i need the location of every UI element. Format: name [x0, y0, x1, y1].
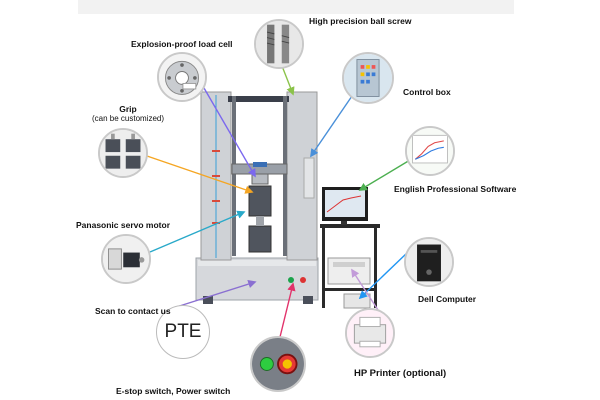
top-strip	[78, 0, 514, 14]
label-software: English Professional Software	[394, 184, 517, 194]
ball-screw-photo	[254, 19, 304, 69]
callout-line-switch	[279, 282, 296, 338]
callout-line-servo-motor	[149, 210, 246, 253]
label-dell: Dell Computer	[418, 294, 477, 304]
label-switch: E-stop switch, Power switch	[116, 386, 231, 396]
label-grip-note: (can be customized)	[91, 114, 165, 124]
callout-line-scan	[169, 280, 257, 310]
label-load-cell: Explosion-proof load cell	[131, 39, 233, 49]
switch-photo	[250, 336, 306, 392]
printer-photo	[345, 308, 395, 358]
label-printer: HP Printer (optional)	[354, 368, 447, 379]
callout-line-ball-screw	[281, 65, 295, 96]
callout-line-grip	[146, 155, 254, 194]
dell-computer-photo	[404, 237, 454, 287]
load-cell-photo	[157, 52, 207, 102]
callout-line-load-cell	[203, 87, 256, 178]
grip-photo	[98, 128, 148, 178]
pte-logo: PTE	[156, 305, 210, 359]
servo-motor-photo	[101, 234, 151, 284]
software-photo	[405, 126, 455, 176]
label-grip: Grip (can be customized)	[88, 104, 168, 124]
control-box-photo	[342, 52, 394, 104]
callout-line-control-box	[310, 95, 353, 158]
label-control-box: Control box	[403, 87, 451, 97]
callout-line-printer	[351, 268, 379, 311]
callout-line-dell	[358, 251, 409, 300]
label-ball-screw: High precision ball screw	[309, 16, 412, 26]
label-grip-title: Grip	[119, 104, 137, 114]
label-servo-motor: Panasonic servo motor	[76, 220, 171, 230]
callout-line-software	[358, 159, 411, 191]
label-scan: Scan to contact us	[95, 306, 171, 316]
